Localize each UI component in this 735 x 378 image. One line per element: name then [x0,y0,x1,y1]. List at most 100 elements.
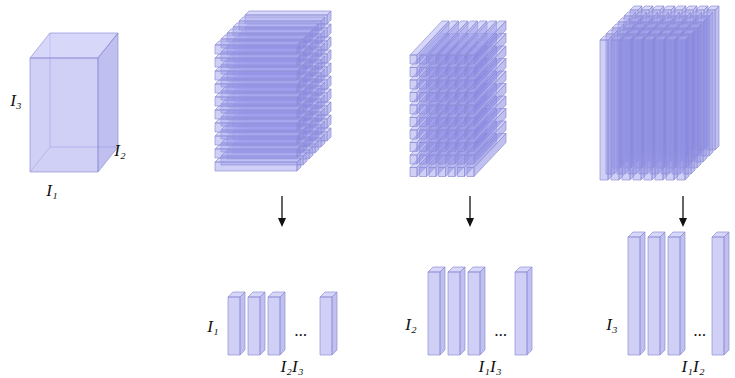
prism-face [458,68,465,77]
prism-face [458,155,465,164]
prism-face [448,80,455,89]
prism-face [248,297,260,355]
prism-face [215,106,301,110]
prism-face [429,105,436,114]
prism-face [297,132,301,145]
prism-face [215,41,301,45]
prism-face [215,97,297,106]
prism-face [233,23,319,27]
prism-face [227,29,313,33]
prism-face [215,123,297,132]
prism-face [309,55,313,68]
prism-face [215,71,297,80]
prism-face [420,55,427,64]
prism-face [410,68,417,77]
prism-face [420,68,427,77]
prism-face [315,75,319,88]
prism-face [303,126,307,139]
prism-face [420,143,427,152]
prism-face [321,43,325,56]
prism-face [327,50,331,63]
prism-face [315,127,319,140]
prism-face [260,292,265,355]
prism-face [697,24,701,168]
prism-face [429,155,436,164]
prism-face [420,155,427,164]
prism-face [458,118,465,127]
prism-face [321,69,325,82]
prism-face [215,54,301,58]
unfolded-fibers [228,232,729,355]
prism-face [429,143,436,152]
prism-face [655,40,663,180]
prism-face [215,145,301,149]
prism-face [303,48,307,61]
prism-face [458,80,465,89]
prism-face [320,297,332,355]
prism-face [221,35,307,39]
prism-face [327,63,331,76]
axis-label: I₃ [10,92,22,109]
prism-face [429,80,436,89]
prism-face [297,158,301,171]
prism-face [429,130,436,139]
column-label: I₁I₃ [478,358,501,375]
prism-face [420,130,427,139]
prism-face [527,267,532,355]
prism-face [297,106,301,119]
prism-face [448,68,455,77]
prism-face [297,41,301,54]
prism-face [410,130,417,139]
prism-face [715,6,719,150]
prism-face [321,108,325,121]
prism-face [467,130,474,139]
prism-face [680,232,685,355]
prism-face [215,110,297,119]
prism-face [429,168,436,177]
prism-face [648,237,660,355]
prism-face [429,118,436,127]
prism-face [467,105,474,114]
prism-face [633,40,641,180]
prism-face [215,84,297,93]
prism-face [327,115,331,128]
prism-face [30,58,98,172]
prism-face [448,55,455,64]
prism-face [467,55,474,64]
prism-face [309,68,313,81]
prism-face [439,93,446,102]
prism-face [410,118,417,127]
down-arrow [278,196,687,227]
column-label: I₁I₂ [681,358,704,375]
prism-face [622,40,630,180]
prism-face [297,119,301,132]
prism-face [410,93,417,102]
prism-face [429,55,436,64]
prism-face [448,118,455,127]
prism-face [327,89,331,102]
prism-face [467,118,474,127]
prism-face [640,232,645,355]
prism-face [215,93,301,97]
prism-face [239,17,325,21]
prism-face [439,105,446,114]
prism-face [410,55,417,64]
prism-face [297,54,301,67]
prism-face [315,101,319,114]
prism-face [468,272,480,355]
prism-face [215,67,301,71]
prism-face [448,105,455,114]
prism-face [327,37,331,50]
prism-face [303,61,307,74]
prism-face [215,58,297,67]
prism-face [309,133,313,146]
prism-face [628,237,640,355]
prism-face [228,297,240,355]
prism-face [327,11,331,24]
prism-face [280,292,285,355]
prism-face [448,143,455,152]
prism-face [644,40,652,180]
prism-face [315,36,319,49]
prism-face [309,107,313,120]
prism-face [448,93,455,102]
